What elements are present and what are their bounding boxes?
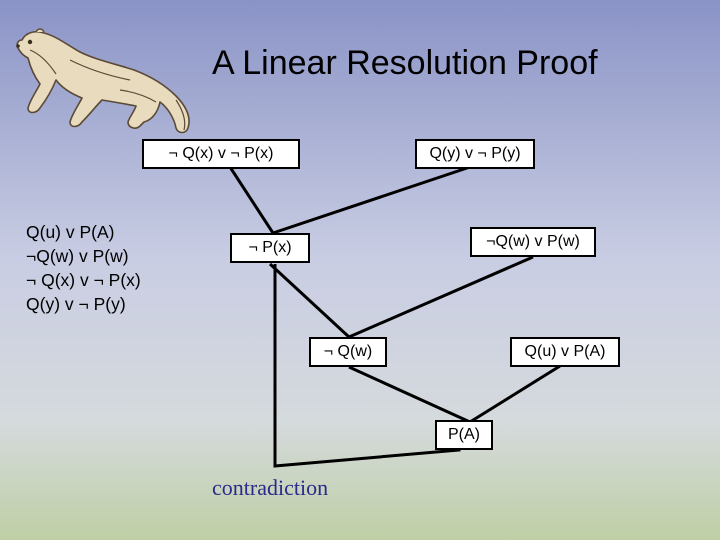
edge-topleft-to-notpx (228, 166, 275, 234)
edge-notpx-to-notqw (268, 262, 351, 339)
node-not-qw-or-pw: ¬Q(w) v P(w) (470, 227, 596, 257)
clause-item: ¬ Q(x) v ¬ P(x) (26, 270, 141, 290)
node-qu-or-pa: Q(u) v P(A) (510, 337, 620, 367)
otter-illustration (16, 28, 190, 134)
clause-item: Q(u) v P(A) (26, 222, 115, 242)
edge-topright-to-notpx (272, 165, 471, 235)
node-not-qx-or-not-px: ¬ Q(x) v ¬ P(x) (142, 139, 300, 169)
node-not-qw: ¬ Q(w) (309, 337, 387, 367)
otter-eye (27, 39, 33, 45)
node-pa: P(A) (435, 420, 493, 450)
clause-item: ¬Q(w) v P(w) (26, 246, 129, 266)
edge-mqw-to-notqw (348, 255, 534, 339)
page-title: A Linear Resolution Proof (212, 44, 598, 82)
node-not-px: ¬ P(x) (230, 233, 310, 263)
clause-list: Q(u) v P(A) ¬Q(w) v P(w) ¬ Q(x) v ¬ P(x)… (26, 220, 141, 316)
node-qy-or-not-py: Q(y) v ¬ P(y) (415, 139, 535, 169)
edge-notqw-to-pa (348, 365, 471, 424)
contradiction-label: contradiction (212, 475, 329, 500)
clause-item: Q(y) v ¬ P(y) (26, 294, 126, 314)
edge-qupa-to-pa (469, 364, 561, 424)
